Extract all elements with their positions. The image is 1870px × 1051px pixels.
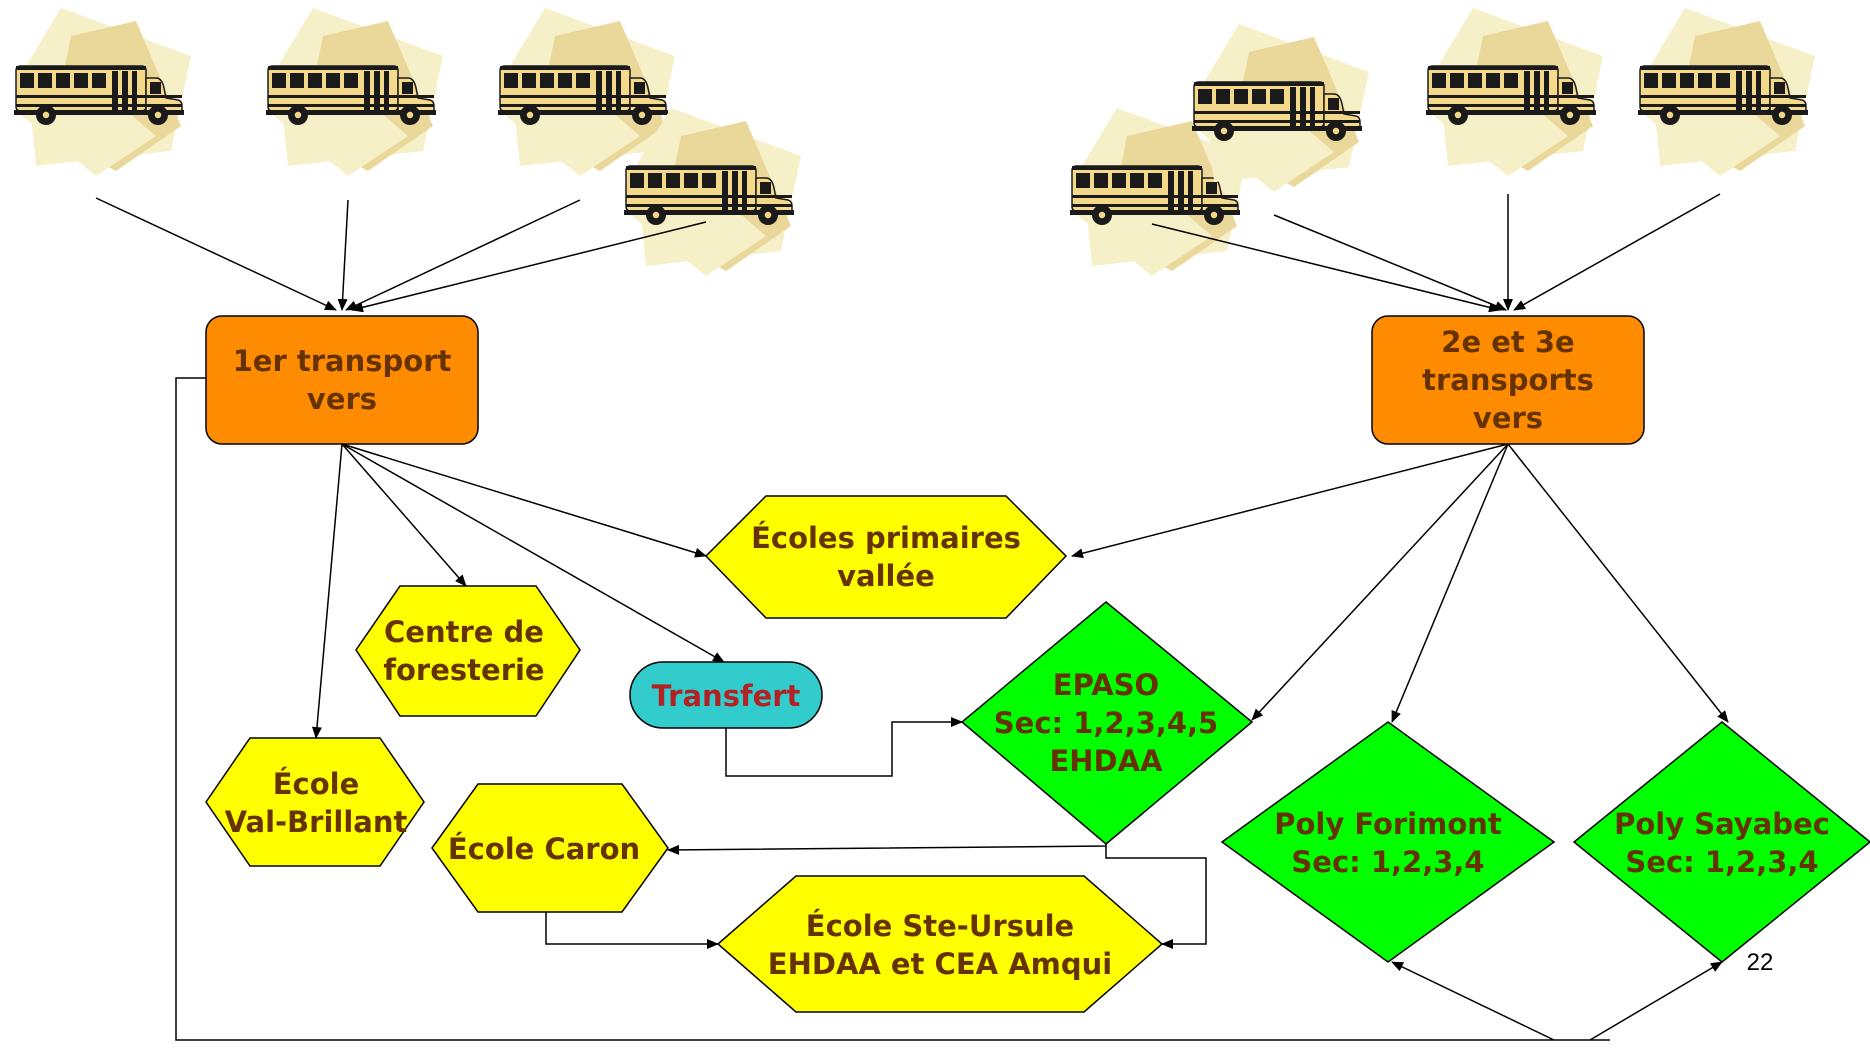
node-ecoles-primaires-shape — [704, 495, 1068, 619]
node-label-line: 1er transport — [233, 344, 452, 378]
node-poly-forimont-shape — [1220, 721, 1556, 963]
arrow-transport23-to-poly-sayabec — [1507, 443, 1729, 723]
node-transport23-shape — [1371, 315, 1645, 445]
node-centre-foresterie: Centre de foresterie — [355, 585, 581, 717]
arrow-transport23-to-epaso — [1251, 443, 1509, 721]
school-bus-icon — [1425, 7, 1604, 177]
node-ecole-caron-label: École Caron — [448, 832, 640, 866]
arrow-transport23-to-ecoles-primaires — [1071, 443, 1509, 559]
node-ecoles-primaires-label: Écoles primaires vallée — [751, 521, 1021, 593]
bus-icons — [13, 7, 1816, 277]
arrow-epaso-to-ecole-caron — [667, 844, 1107, 855]
arrow-loop-to-poly-forimont — [1391, 961, 1555, 1041]
node-transport1-shape — [205, 315, 479, 445]
arrow-epaso-to-ste-ursule — [1105, 846, 1207, 949]
school-bus-icon — [1637, 7, 1816, 177]
arrow-bus-1-to-transport1 — [95, 197, 337, 311]
arrow-bus-6-to-transport23 — [1273, 214, 1507, 311]
school-bus-icon — [265, 7, 444, 177]
node-val-brillant-shape — [205, 737, 425, 867]
node-transfert: Transfert — [629, 661, 823, 729]
node-centre-foresterie-shape — [355, 585, 581, 717]
node-transport1: 1er transport vers — [205, 315, 479, 445]
node-label-line: Transfert — [652, 679, 801, 713]
node-label-line: transports — [1422, 363, 1594, 397]
node-label-line: EPASO — [1053, 668, 1159, 702]
node-poly-sayabec-shape — [1572, 721, 1870, 963]
node-centre-foresterie-label: Centre de foresterie — [383, 615, 544, 687]
arrow-transport1-to-val-brillant — [311, 443, 343, 739]
nodes: 1er transport vers 2e et 3e transports vers… — [205, 315, 1870, 1013]
node-label-line: Sec: 1,2,3,4,5 — [994, 706, 1218, 740]
arrow-bus-2-to-transport1 — [337, 199, 349, 311]
page-number: 22 — [1747, 949, 1774, 976]
node-ecole-caron: École Caron — [431, 783, 669, 913]
arrow-ecole-caron-to-ste-ursule — [545, 912, 719, 949]
arrow-transfert-to-epaso — [725, 717, 963, 777]
node-transport23-label: 2e et 3e transports vers — [1422, 325, 1594, 435]
node-label-line: Écoles primaires — [751, 521, 1021, 555]
node-transfert-label: Transfert — [652, 679, 801, 713]
school-bus-icon — [1191, 23, 1370, 193]
node-transfert-shape — [629, 661, 823, 729]
node-label-line: Val-Brillant — [225, 805, 408, 839]
arrow-transport1-to-ecoles-primaires — [341, 443, 707, 558]
node-label-line: École — [273, 767, 360, 801]
arrow-transport23-to-poly-forimont — [1391, 443, 1509, 723]
node-label-line: vers — [1473, 401, 1543, 435]
node-ecoles-primaires: Écoles primaires vallée — [704, 495, 1068, 619]
node-label-line: foresterie — [383, 653, 544, 687]
arrow-bus-4-to-transport1 — [351, 221, 707, 313]
node-transport23: 2e et 3e transports vers — [1371, 315, 1645, 445]
arrow-loop-to-poly-sayabec — [1589, 961, 1723, 1041]
node-label-line: École Ste-Ursule — [806, 909, 1074, 943]
node-label-line: Poly Forimont — [1274, 807, 1502, 841]
node-ecole-caron-shape — [431, 783, 669, 913]
node-label-line: Centre de — [384, 615, 544, 649]
node-label-line: Sec: 1,2,3,4 — [1625, 845, 1818, 879]
arrow-transport1-to-transfert — [341, 443, 725, 663]
node-epaso-shape — [960, 601, 1254, 845]
arrow-transport1-loop-bottom — [175, 377, 1610, 1041]
arrow-bus-3-to-transport1 — [345, 199, 581, 311]
node-label-line: vers — [307, 382, 377, 416]
node-label-line: École Caron — [448, 832, 640, 866]
arrow-bus-5-to-transport23 — [1151, 223, 1501, 313]
node-ste-ursule-shape — [716, 875, 1164, 1013]
node-label-line: Sec: 1,2,3,4 — [1291, 845, 1484, 879]
school-bus-icon — [13, 7, 192, 177]
node-label-line: EHDAA — [1049, 744, 1163, 778]
connectors — [95, 193, 1729, 1041]
arrow-transport1-to-centre-foresterie — [341, 443, 467, 587]
arrow-bus-8-to-transport23 — [1513, 193, 1721, 311]
node-label-line: EHDAA et CEA Amqui — [768, 947, 1112, 981]
node-transport1-label: 1er transport vers — [233, 344, 452, 416]
node-label-line: 2e et 3e — [1441, 325, 1574, 359]
node-label-line: vallée — [837, 559, 935, 593]
node-label-line: Poly Sayabec — [1614, 807, 1830, 841]
